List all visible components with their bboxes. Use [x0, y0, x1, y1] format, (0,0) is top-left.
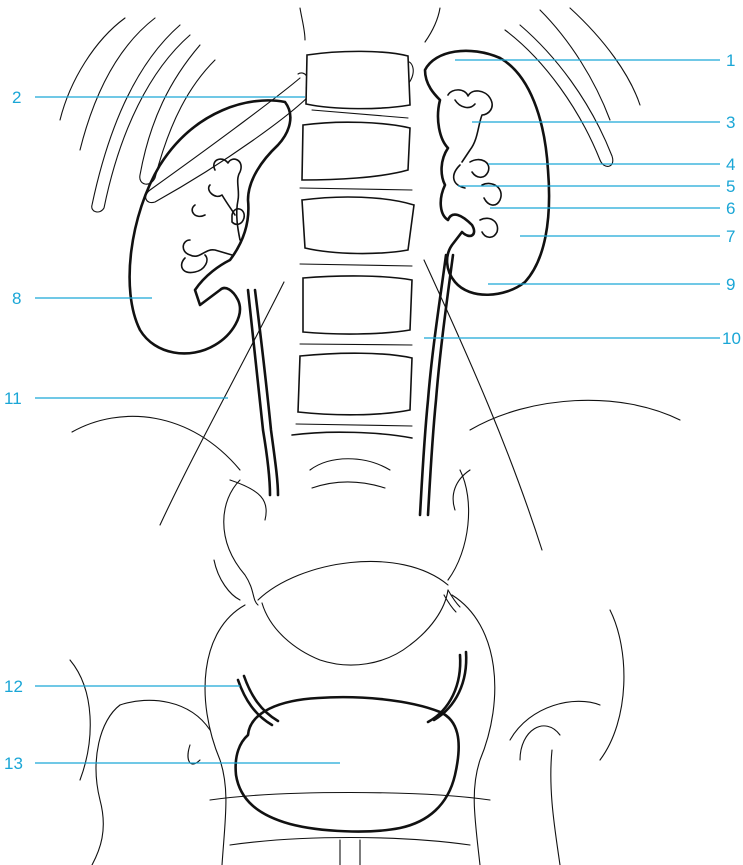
psoas-line-left — [160, 282, 284, 525]
label-7: 7 — [726, 227, 735, 246]
psoas-line-right — [424, 260, 542, 550]
label-2: 2 — [12, 88, 21, 107]
label-11: 11 — [4, 389, 22, 408]
vertebral-column — [292, 51, 414, 488]
bladder — [236, 652, 467, 831]
ureter-right-outer — [420, 255, 446, 515]
label-12: 12 — [4, 677, 23, 696]
label-4: 4 — [726, 155, 735, 174]
label-3: 3 — [726, 113, 735, 132]
label-5: 5 — [726, 177, 735, 196]
label-9: 9 — [726, 275, 735, 294]
sacrum — [214, 470, 470, 665]
ribs — [60, 8, 640, 212]
iliac-crest-right — [470, 400, 680, 430]
kidney-left — [130, 100, 291, 353]
pelvic-outline — [70, 595, 624, 865]
label-8: 8 — [12, 289, 21, 308]
label-6: 6 — [726, 199, 735, 218]
kidney-right — [425, 51, 549, 295]
label-1: 1 — [726, 51, 735, 70]
label-13: 13 — [4, 754, 23, 773]
iliac-crest-left — [72, 416, 240, 470]
label-10: 10 — [722, 329, 741, 348]
